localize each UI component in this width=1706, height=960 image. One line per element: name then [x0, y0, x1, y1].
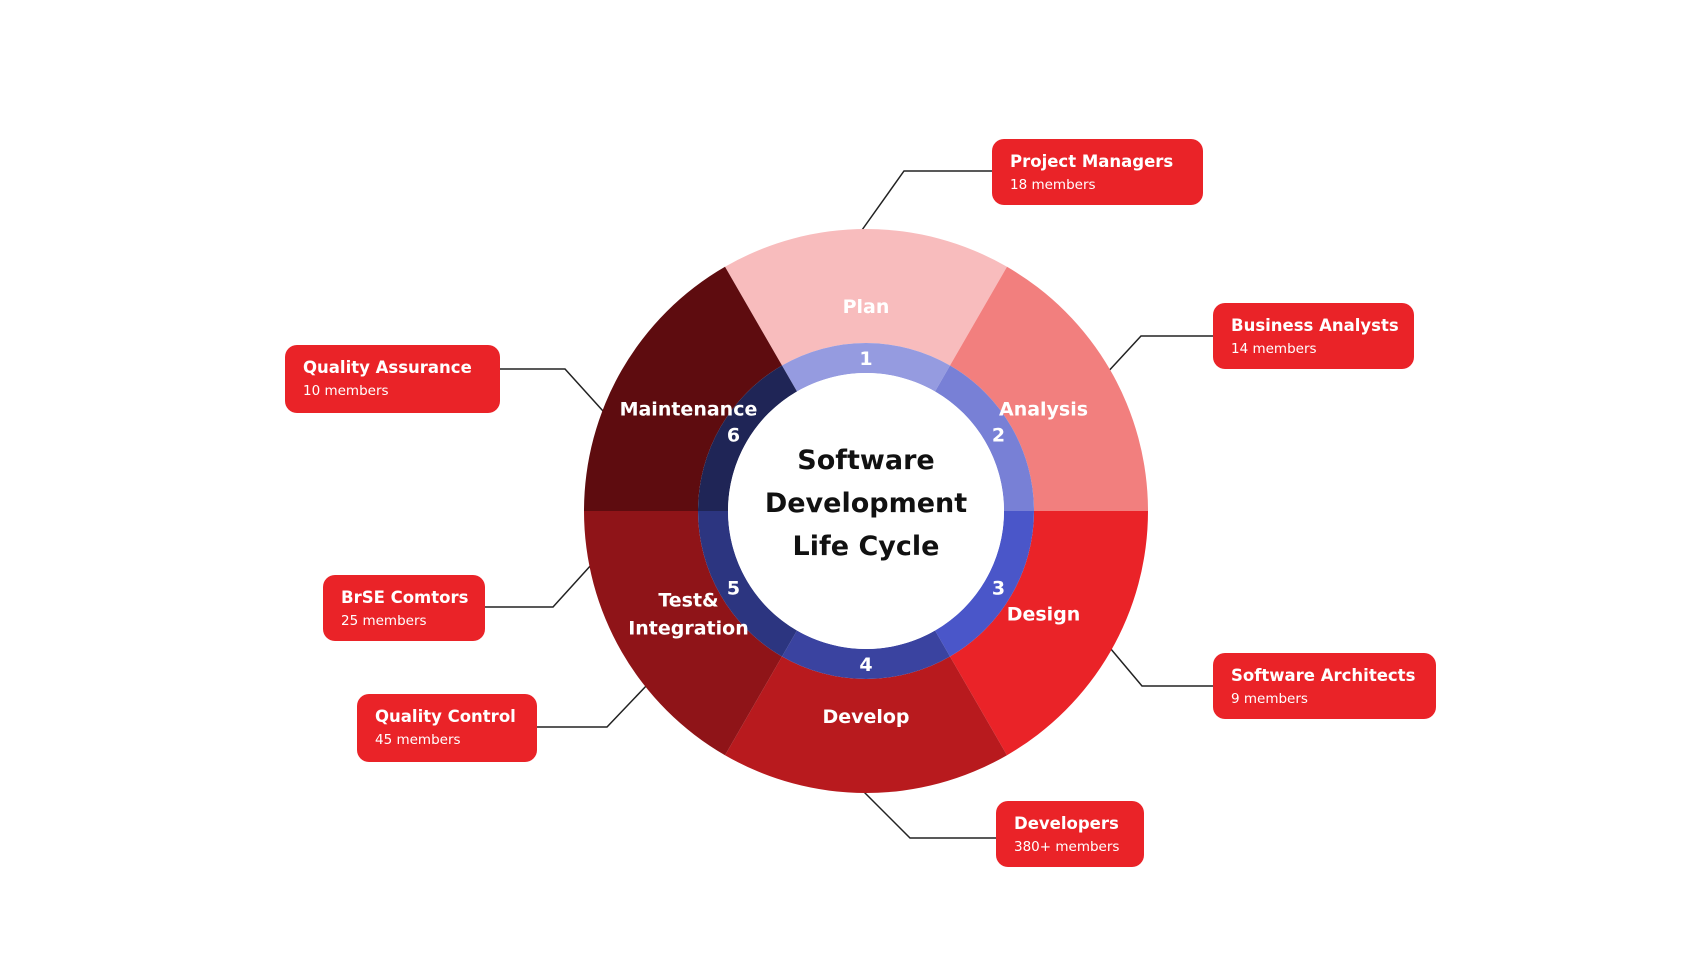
connector-developers: [861, 789, 996, 839]
phase-segment: [950, 266, 1148, 511]
phase-ring-segment: [782, 630, 950, 679]
team-name: Business Analysts: [1231, 316, 1399, 335]
phase-segment: [584, 266, 782, 511]
connector-brse-comtors: [485, 563, 593, 608]
callout-project-managers: Project Managers 18 members: [992, 139, 1203, 205]
phase-number: 4: [859, 654, 872, 676]
phase-label: Design: [1007, 604, 1081, 626]
team-members: 45 members: [375, 732, 461, 748]
callout-quality-control: Quality Control 45 members: [357, 694, 537, 762]
phase-label: Test&Integration: [628, 590, 749, 640]
team-name: Software Architects: [1231, 666, 1416, 685]
phase-label: Maintenance: [620, 399, 758, 421]
phase-ring-segment: [698, 511, 797, 657]
callout-developers: Developers 380+ members: [996, 801, 1144, 867]
phase-ring-segment: [935, 511, 1034, 657]
team-members: 14 members: [1231, 341, 1317, 357]
team-members: 9 members: [1231, 691, 1308, 707]
phase-segment: [725, 656, 1007, 793]
phase-ring-segment: [782, 342, 950, 392]
phase-number: 2: [992, 425, 1005, 447]
team-members: 18 members: [1010, 177, 1096, 193]
team-name: BrSE Comtors: [341, 588, 469, 607]
connector-business-analysts: [1104, 335, 1213, 376]
team-name: Quality Control: [375, 707, 516, 726]
connector-project-managers: [861, 170, 992, 231]
phase-segment: [725, 228, 1007, 366]
connector-quality-control: [537, 683, 649, 728]
connector-software-architects: [1104, 641, 1213, 687]
connector-quality-assurance: [500, 368, 604, 412]
team-name: Quality Assurance: [303, 358, 472, 377]
phase-number: 5: [727, 578, 740, 600]
team-name: Developers: [1014, 814, 1119, 833]
team-members: 380+ members: [1014, 839, 1120, 855]
phase-label: Develop: [822, 706, 909, 728]
center-circle: [728, 373, 1004, 649]
callout-quality-assurance: Quality Assurance 10 members: [285, 345, 500, 413]
phase-number: 1: [859, 348, 872, 370]
callout-business-analysts: Business Analysts 14 members: [1213, 303, 1414, 369]
phase-ring-segment: [698, 365, 797, 511]
phase-segment: [584, 511, 782, 756]
phase-segment: [950, 511, 1148, 756]
phase-ring-segment: [935, 365, 1034, 511]
phase-label: Plan: [843, 296, 890, 318]
phase-number: 6: [727, 425, 740, 447]
team-name: Project Managers: [1010, 152, 1174, 171]
phase-label: Analysis: [999, 399, 1088, 421]
team-members: 25 members: [341, 613, 427, 629]
callout-brse-comtors: BrSE Comtors 25 members: [323, 575, 485, 641]
team-members: 10 members: [303, 383, 389, 399]
callout-software-architects: Software Architects 9 members: [1213, 653, 1436, 719]
phase-number: 3: [992, 578, 1005, 600]
